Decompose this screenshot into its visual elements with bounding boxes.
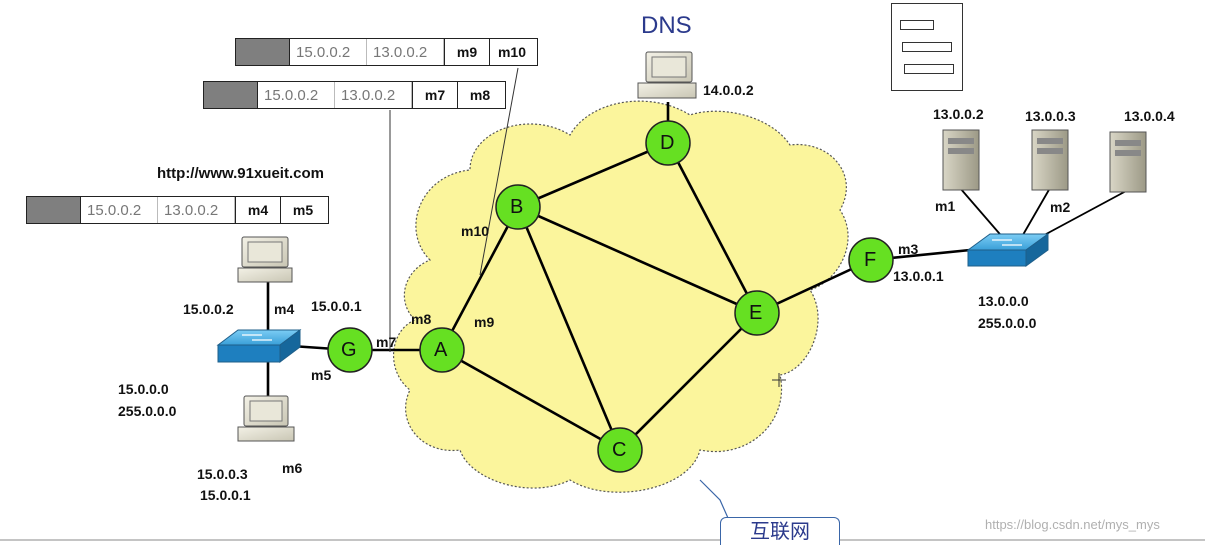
router-d-label: D	[660, 132, 675, 154]
url-label: http://www.91xueit.com	[157, 165, 324, 182]
left-network-id: 15.0.0.0	[118, 381, 169, 397]
pc2-mac: m6	[282, 460, 303, 476]
packet-header-1: 15.0.0.2 13.0.0.2 m9 m10	[235, 38, 538, 66]
router-b-label: B	[510, 196, 524, 218]
header3-mac2: m5	[280, 197, 325, 223]
header2-src-ip: 15.0.0.2	[264, 86, 319, 104]
server-1	[942, 129, 980, 191]
pc2-ip: 15.0.0.3	[197, 466, 248, 482]
server3-ip: 13.0.0.4	[1124, 108, 1175, 124]
pc2-gateway: 15.0.0.1	[200, 487, 251, 503]
header1-mac1: m9	[444, 39, 489, 65]
router-c-label: C	[612, 439, 627, 461]
server-2	[1031, 129, 1069, 191]
header1-dst-ip: 13.0.0.2	[373, 43, 428, 61]
server1-mac: m1	[935, 198, 956, 214]
dns-ip: 14.0.0.2	[703, 82, 754, 98]
document-icon	[891, 3, 963, 91]
pc1-mac: m4	[274, 301, 295, 317]
watermark: https://blog.csdn.net/mys_mys	[985, 517, 1160, 532]
pc1-ip: 15.0.0.2	[183, 301, 234, 317]
server2-ip: 13.0.0.3	[1025, 108, 1076, 124]
port-m9: m9	[474, 314, 495, 330]
header2-mac1: m7	[412, 82, 457, 108]
server1-ip: 13.0.0.2	[933, 106, 984, 122]
packet-header-3: 15.0.0.2 13.0.0.2 m4 m5	[26, 196, 329, 224]
header2-mac2: m8	[457, 82, 502, 108]
pc-bottom-left	[237, 395, 295, 442]
header3-dst-ip: 13.0.0.2	[164, 201, 219, 219]
right-network-id: 13.0.0.0	[978, 293, 1029, 309]
gateway-ip: 15.0.0.1	[311, 298, 362, 314]
f-mac: m3	[898, 241, 919, 257]
header1-src-ip: 15.0.0.2	[296, 43, 351, 61]
port-m7: m7	[376, 334, 397, 350]
server2-mac: m2	[1050, 199, 1071, 215]
router-a-label: A	[434, 339, 448, 361]
port-m8: m8	[411, 311, 432, 327]
router-e-label: E	[749, 302, 763, 324]
cursor-crosshair	[772, 373, 786, 387]
routers	[327, 120, 894, 473]
pc-top-left	[237, 236, 293, 283]
right-network-mask: 255.0.0.0	[978, 315, 1037, 331]
gateway-mac: m5	[311, 367, 332, 383]
port-m10: m10	[461, 223, 490, 239]
router-f-label: F	[864, 249, 877, 271]
server-links	[959, 187, 1129, 241]
f-ip: 13.0.0.1	[893, 268, 944, 284]
dns-title: DNS	[641, 12, 692, 39]
header3-mac1: m4	[235, 197, 280, 223]
left-switch	[216, 329, 302, 363]
header3-src-ip: 15.0.0.2	[87, 201, 142, 219]
packet-header-2: 15.0.0.2 13.0.0.2 m7 m8	[203, 81, 506, 109]
left-network-mask: 255.0.0.0	[118, 403, 177, 419]
header-pointers	[389, 67, 519, 352]
pc-dns	[637, 51, 697, 99]
server-3	[1109, 131, 1147, 193]
internet-label: 互联网	[720, 517, 840, 545]
right-switch	[966, 233, 1050, 267]
router-g-label: G	[341, 339, 357, 361]
header1-mac2: m10	[489, 39, 534, 65]
header2-dst-ip: 13.0.0.2	[341, 86, 396, 104]
